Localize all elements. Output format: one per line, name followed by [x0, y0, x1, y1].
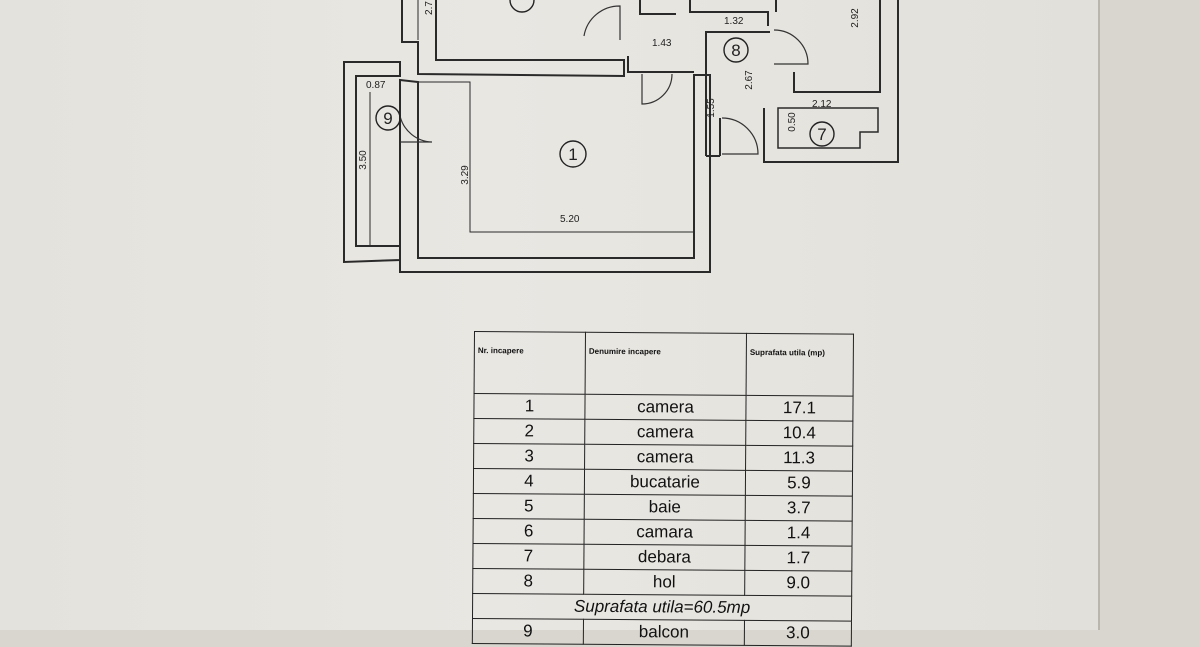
dim-room9-width: 0.87	[366, 80, 386, 91]
cell-area: 3.7	[745, 495, 853, 522]
header-room-name: Denumire incapere	[585, 332, 747, 396]
header-room-number: Nr. incapere	[474, 331, 586, 395]
cell-area: 17.1	[745, 395, 854, 422]
dim-room9-height: 3.50	[358, 150, 369, 170]
cell-area: 10.4	[745, 420, 853, 447]
room-label-1: 1	[568, 145, 577, 164]
table-header-row: Nr. incapere Denumire incapere Suprafata…	[474, 331, 854, 397]
cell-name: camera	[584, 444, 746, 471]
dim-room7-height: 0.50	[787, 112, 798, 132]
cell-name: camara	[584, 519, 746, 546]
cell-nr: 9	[472, 618, 584, 645]
cell-name: baie	[584, 494, 746, 521]
door-hall	[721, 117, 759, 155]
table-row: 6 camara 1.4	[473, 518, 853, 547]
total-useful-area: Suprafata utila=60.5mp	[472, 593, 852, 622]
table-row: 4 bucatarie 5.9	[473, 468, 853, 497]
cell-area: 11.3	[745, 445, 853, 472]
dim-hall-a: 1.43	[652, 38, 672, 49]
door-room-1	[641, 73, 673, 105]
table-row: 2 camera 10.4	[473, 418, 853, 447]
dim-hall-c: 2.67	[744, 70, 755, 90]
wall-room-9	[343, 61, 401, 264]
cell-nr: 4	[473, 468, 585, 495]
dim-hall-d: 1.55	[706, 98, 717, 118]
room-circle-8	[723, 37, 749, 63]
table-row: 9 balcon 3.0	[472, 618, 852, 647]
cell-nr: 6	[473, 518, 585, 545]
cell-nr: 3	[473, 443, 585, 470]
wall-room-2	[401, 0, 625, 78]
room-area-table: Nr. incapere Denumire incapere Suprafata…	[472, 331, 854, 647]
cell-area: 3.0	[744, 620, 852, 647]
dim-room7-width: 2.12	[812, 99, 832, 110]
cell-area: 1.7	[744, 545, 853, 572]
door-room-3	[773, 29, 809, 65]
table-row: 5 baie 3.7	[473, 493, 853, 522]
cell-area: 9.0	[744, 570, 852, 597]
wall-hall-8	[627, 31, 770, 157]
table-row: 7 debara 1.7	[472, 543, 853, 572]
wall-room-1	[399, 74, 711, 273]
cell-nr: 8	[472, 568, 584, 595]
table-total-row: Suprafata utila=60.5mp	[472, 593, 852, 622]
room-label-8: 8	[731, 41, 740, 60]
cell-nr: 2	[473, 418, 585, 445]
wall-room-3	[763, 0, 899, 163]
cell-name: debara	[583, 544, 746, 571]
room-circle-9	[375, 105, 401, 131]
room-circle-2	[509, 0, 535, 13]
cell-nr: 5	[473, 493, 585, 520]
wall-room-7	[777, 107, 879, 149]
wall-room-1-inner	[418, 81, 694, 233]
cell-name: balcon	[583, 619, 745, 646]
cell-area: 1.4	[745, 520, 853, 547]
door-room-9	[399, 115, 433, 143]
cell-nr: 7	[472, 543, 585, 570]
floor-plan: 1 8 7 9 5.20 3.29 0.87 3.50 1.43 1.32 2.…	[343, 0, 899, 273]
dim-room1-height: 3.29	[460, 165, 471, 185]
wall-top-small-rooms	[639, 0, 769, 26]
door-room-2	[583, 5, 621, 40]
room-label-9: 9	[383, 109, 392, 128]
room-circle-7	[809, 121, 835, 147]
cell-name: bucatarie	[584, 469, 746, 496]
room-label-7: 7	[817, 125, 826, 144]
table-row: 3 camera 11.3	[473, 443, 853, 472]
table-row: 1 camera 17.1	[473, 393, 854, 422]
cell-nr: 1	[473, 393, 586, 420]
dim-room1-width: 5.20	[560, 214, 580, 225]
dim-hall-b: 1.32	[724, 16, 744, 27]
cell-name: camera	[584, 394, 747, 421]
cell-area: 5.9	[745, 470, 853, 497]
cell-name: camera	[584, 419, 746, 446]
room-circle-1	[559, 140, 587, 168]
paper-edge	[1098, 0, 1100, 630]
dim-room3-height: 2.92	[850, 8, 861, 28]
table-row: 8 hol 9.0	[472, 568, 852, 597]
header-useful-area: Suprafata utila (mp)	[746, 333, 854, 397]
cell-name: hol	[583, 569, 745, 596]
dim-room2-height: 2.7	[424, 1, 435, 15]
paper-sheet	[0, 0, 1098, 630]
